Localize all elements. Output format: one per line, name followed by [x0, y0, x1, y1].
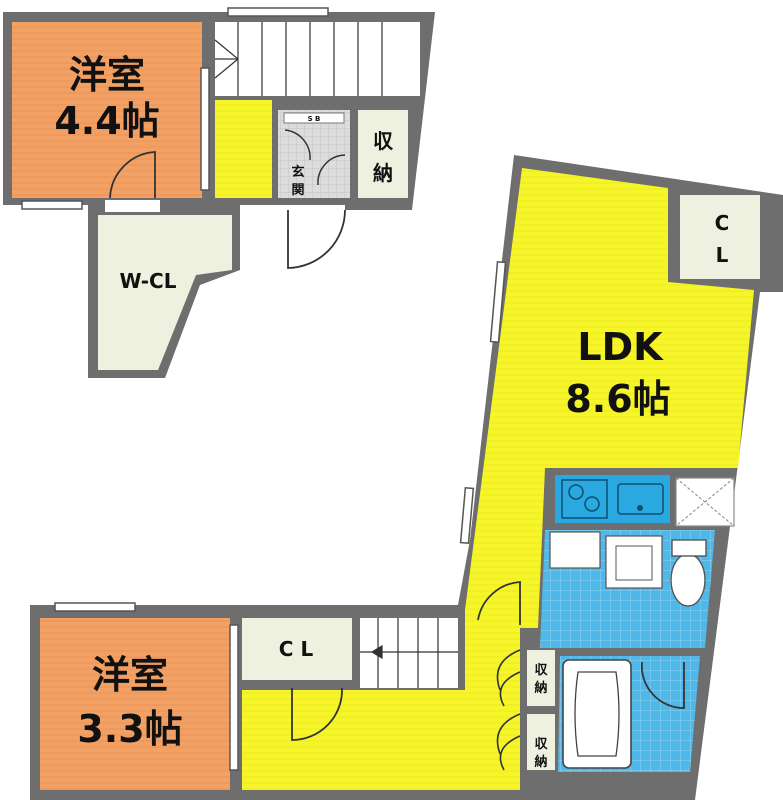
western-room-upper-size: 4.4帖 — [54, 99, 159, 143]
storage-entrance-label-line2: 納 — [373, 161, 393, 185]
bathtub — [562, 659, 632, 769]
storage-lower-2-label-line1: 収 — [534, 737, 548, 752]
entrance-shoebox-label: S B — [308, 115, 321, 123]
lower-closet-label: C L — [279, 637, 314, 661]
bathtub-inner — [574, 671, 620, 757]
fridge-cross — [675, 477, 735, 527]
ldk-window-lower — [459, 486, 475, 545]
entrance-label-line1: 玄 — [291, 164, 304, 180]
washing-machine — [605, 535, 663, 589]
lower-closet-floor — [242, 618, 352, 680]
entrance-inner-door-right[interactable] — [317, 154, 346, 186]
ldk-closet-label-line1: C — [715, 211, 730, 235]
entrance-inner-door-left[interactable] — [284, 129, 311, 161]
storage-lower-1-floor — [527, 650, 555, 706]
upper-room-side-window — [200, 67, 210, 191]
bathroom-door[interactable] — [640, 661, 685, 709]
washroom-door[interactable] — [477, 581, 521, 625]
upper-left-window — [21, 200, 83, 210]
wash-basin — [549, 531, 601, 569]
western-room-lower-size: 3.3帖 — [77, 707, 182, 751]
upper-room-door[interactable] — [109, 151, 156, 199]
lower-closet-door[interactable] — [291, 687, 343, 741]
western-room-lower-name: 洋室 — [92, 653, 168, 697]
lower-top-window — [54, 602, 136, 612]
walk-in-closet-label: W-CL — [120, 269, 177, 293]
storage-lower-1-label-line2: 納 — [534, 680, 547, 696]
western-room-lower-floor — [40, 618, 230, 790]
ldk-floor — [465, 168, 754, 628]
storage-lower-1-door[interactable] — [496, 649, 521, 707]
upper-hallway-floor — [215, 100, 272, 198]
western-room-upper-name: 洋室 — [69, 53, 145, 97]
stove-burner-1 — [568, 484, 584, 500]
entrance-door[interactable] — [287, 209, 346, 269]
washing-machine-drum — [615, 545, 653, 581]
storage-lower-2-floor — [527, 714, 555, 770]
wcl-door-opening — [105, 200, 160, 212]
walk-in-closet-floor — [98, 215, 232, 370]
entrance-shoebox — [283, 112, 345, 124]
ldk-closet-floor — [680, 195, 760, 279]
ldk-window-upper — [489, 260, 507, 344]
ldk-size: 8.6帖 — [565, 377, 670, 421]
entrance-floor — [278, 110, 350, 198]
toilet-tank — [671, 539, 707, 557]
upper-stairs-treads — [214, 22, 383, 96]
storage-lower-2-label-line2: 納 — [534, 754, 547, 770]
western-room-upper-floor — [12, 22, 202, 198]
sink-drain — [637, 505, 643, 511]
lower-room-side-window — [229, 624, 239, 771]
upper-stairs — [215, 22, 420, 96]
ldk-closet-label-line2: L — [716, 243, 729, 267]
storage-entrance-label-line1: 収 — [373, 129, 394, 153]
entrance-label-line2: 関 — [291, 183, 304, 198]
stove-burner-2 — [584, 496, 600, 512]
kitchen-stove — [561, 479, 608, 519]
kitchen-sink — [617, 483, 664, 515]
storage-entrance-floor — [358, 110, 408, 198]
lower-stairs-treads — [360, 618, 458, 688]
upper-top-window — [227, 7, 329, 17]
storage-lower-1-label-line1: 収 — [534, 663, 548, 678]
storage-lower-2-door[interactable] — [496, 713, 521, 771]
lower-hallway-floor — [242, 628, 520, 790]
ldk-name: LDK — [577, 325, 664, 369]
toilet — [670, 553, 706, 607]
